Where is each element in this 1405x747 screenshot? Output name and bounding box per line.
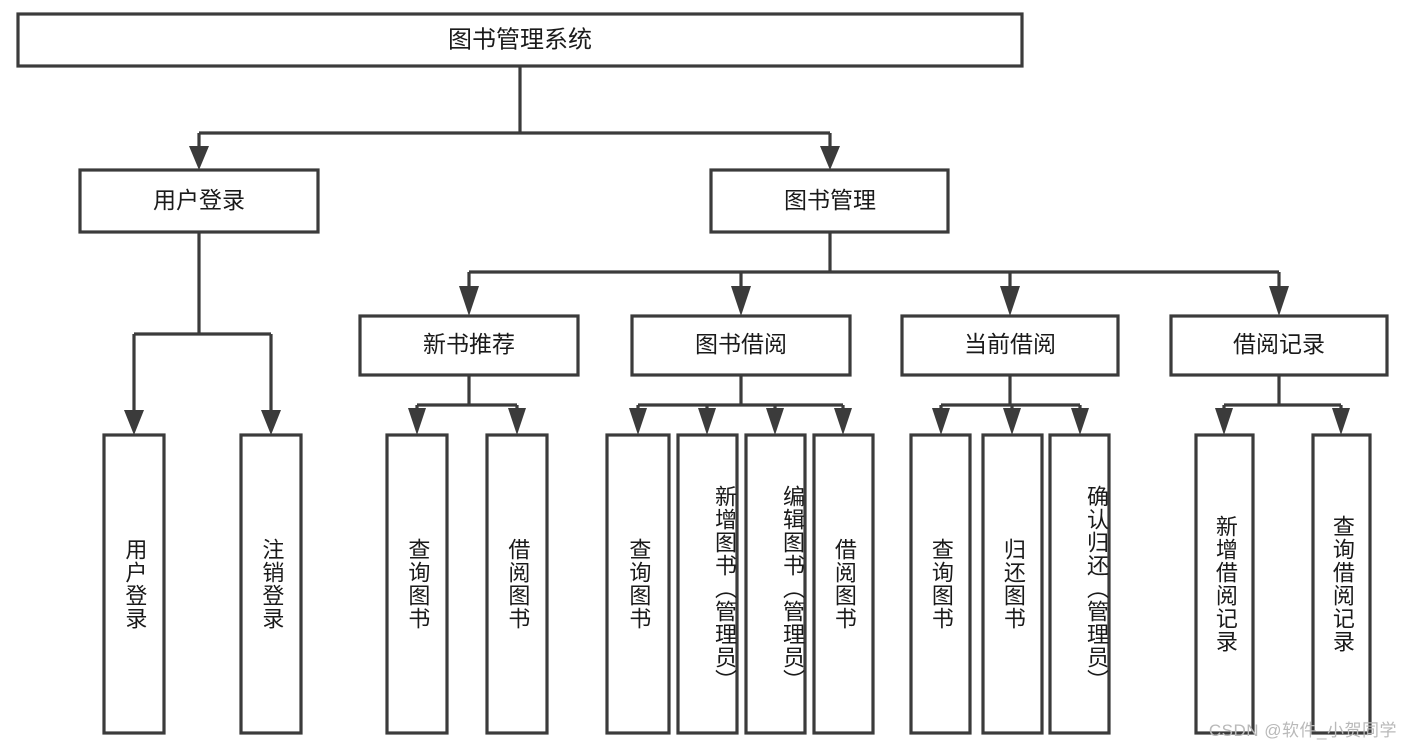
leaf-box-user-login[interactable] [102, 433, 166, 735]
book-borrow-label: 图书借阅 [695, 331, 787, 357]
arrow-to-dangqian [1000, 286, 1020, 316]
node-root[interactable]: 图书管理系统 [16, 12, 1024, 68]
arrow-to-xinshu [459, 286, 479, 316]
leaf-box-add-book-admin[interactable] [676, 433, 739, 735]
watermark: CSDN @软件_小贺同学 [1208, 721, 1397, 740]
root-label: 图书管理系统 [448, 26, 592, 53]
arrow-to-jieyuejilu [1269, 286, 1289, 316]
node-book-management[interactable]: 图书管理 [709, 168, 950, 234]
leaf-box-logout[interactable] [239, 433, 303, 735]
node-borrow-record[interactable]: 借阅记录 [1169, 314, 1389, 377]
leaf-box-query-record[interactable] [1311, 433, 1372, 735]
arrow-xinshu-leaf-1 [408, 408, 426, 435]
arrow-dq-leaf-2 [1003, 408, 1021, 435]
arrow-tsjy-leaf-3 [766, 408, 784, 435]
arrow-tsjy-leaf-1 [629, 408, 647, 435]
node-new-book-recommend[interactable]: 新书推荐 [358, 314, 580, 377]
leaf-box-borrow-book[interactable] [812, 433, 875, 735]
arrow-dq-leaf-1 [932, 408, 950, 435]
leaf-box-query-book-borrow[interactable] [605, 433, 671, 735]
arrow-to-bookmgmt [820, 146, 840, 170]
arrow-xinshu-leaf-2 [508, 408, 526, 435]
book-borrow-box[interactable] [630, 314, 852, 377]
borrow-record-label: 借阅记录 [1233, 331, 1325, 357]
arrow-to-yonghudenglu [124, 410, 144, 435]
leaf-box-return-book[interactable] [981, 433, 1044, 735]
leaf-box-edit-book-admin[interactable] [744, 433, 807, 735]
leaf-box-layer [102, 433, 1372, 735]
arrow-to-zhuxiaodenglu [261, 410, 281, 435]
arrow-jyjl-leaf-2 [1332, 408, 1350, 435]
leaf-box-borrow-book-rec[interactable] [485, 433, 549, 735]
root-box[interactable] [16, 12, 1024, 68]
leaf-box-query-book-cur[interactable] [909, 433, 972, 735]
arrow-to-userlogin [189, 146, 209, 170]
node-current-borrow[interactable]: 当前借阅 [900, 314, 1120, 377]
leaf-box-add-record[interactable] [1194, 433, 1255, 735]
new-book-recommend-box[interactable] [358, 314, 580, 377]
user-login-box[interactable] [78, 168, 320, 234]
borrow-record-box[interactable] [1169, 314, 1389, 377]
arrow-dq-leaf-3 [1071, 408, 1089, 435]
leaf-box-query-book-rec[interactable] [385, 433, 449, 735]
connector-layer [124, 66, 1350, 435]
new-book-recommend-label: 新书推荐 [423, 331, 515, 357]
arrow-to-tushujieyue [731, 286, 751, 316]
node-user-login[interactable]: 用户登录 [78, 168, 320, 234]
book-management-label: 图书管理 [784, 187, 876, 213]
user-login-label: 用户登录 [153, 187, 245, 213]
arrow-tsjy-leaf-4 [834, 408, 852, 435]
book-management-box[interactable] [709, 168, 950, 234]
arrow-tsjy-leaf-2 [698, 408, 716, 435]
node-book-borrow[interactable]: 图书借阅 [630, 314, 852, 377]
arrow-jyjl-leaf-1 [1215, 408, 1233, 435]
leaf-box-confirm-return[interactable] [1048, 433, 1111, 735]
current-borrow-label: 当前借阅 [964, 331, 1056, 357]
current-borrow-box[interactable] [900, 314, 1120, 377]
